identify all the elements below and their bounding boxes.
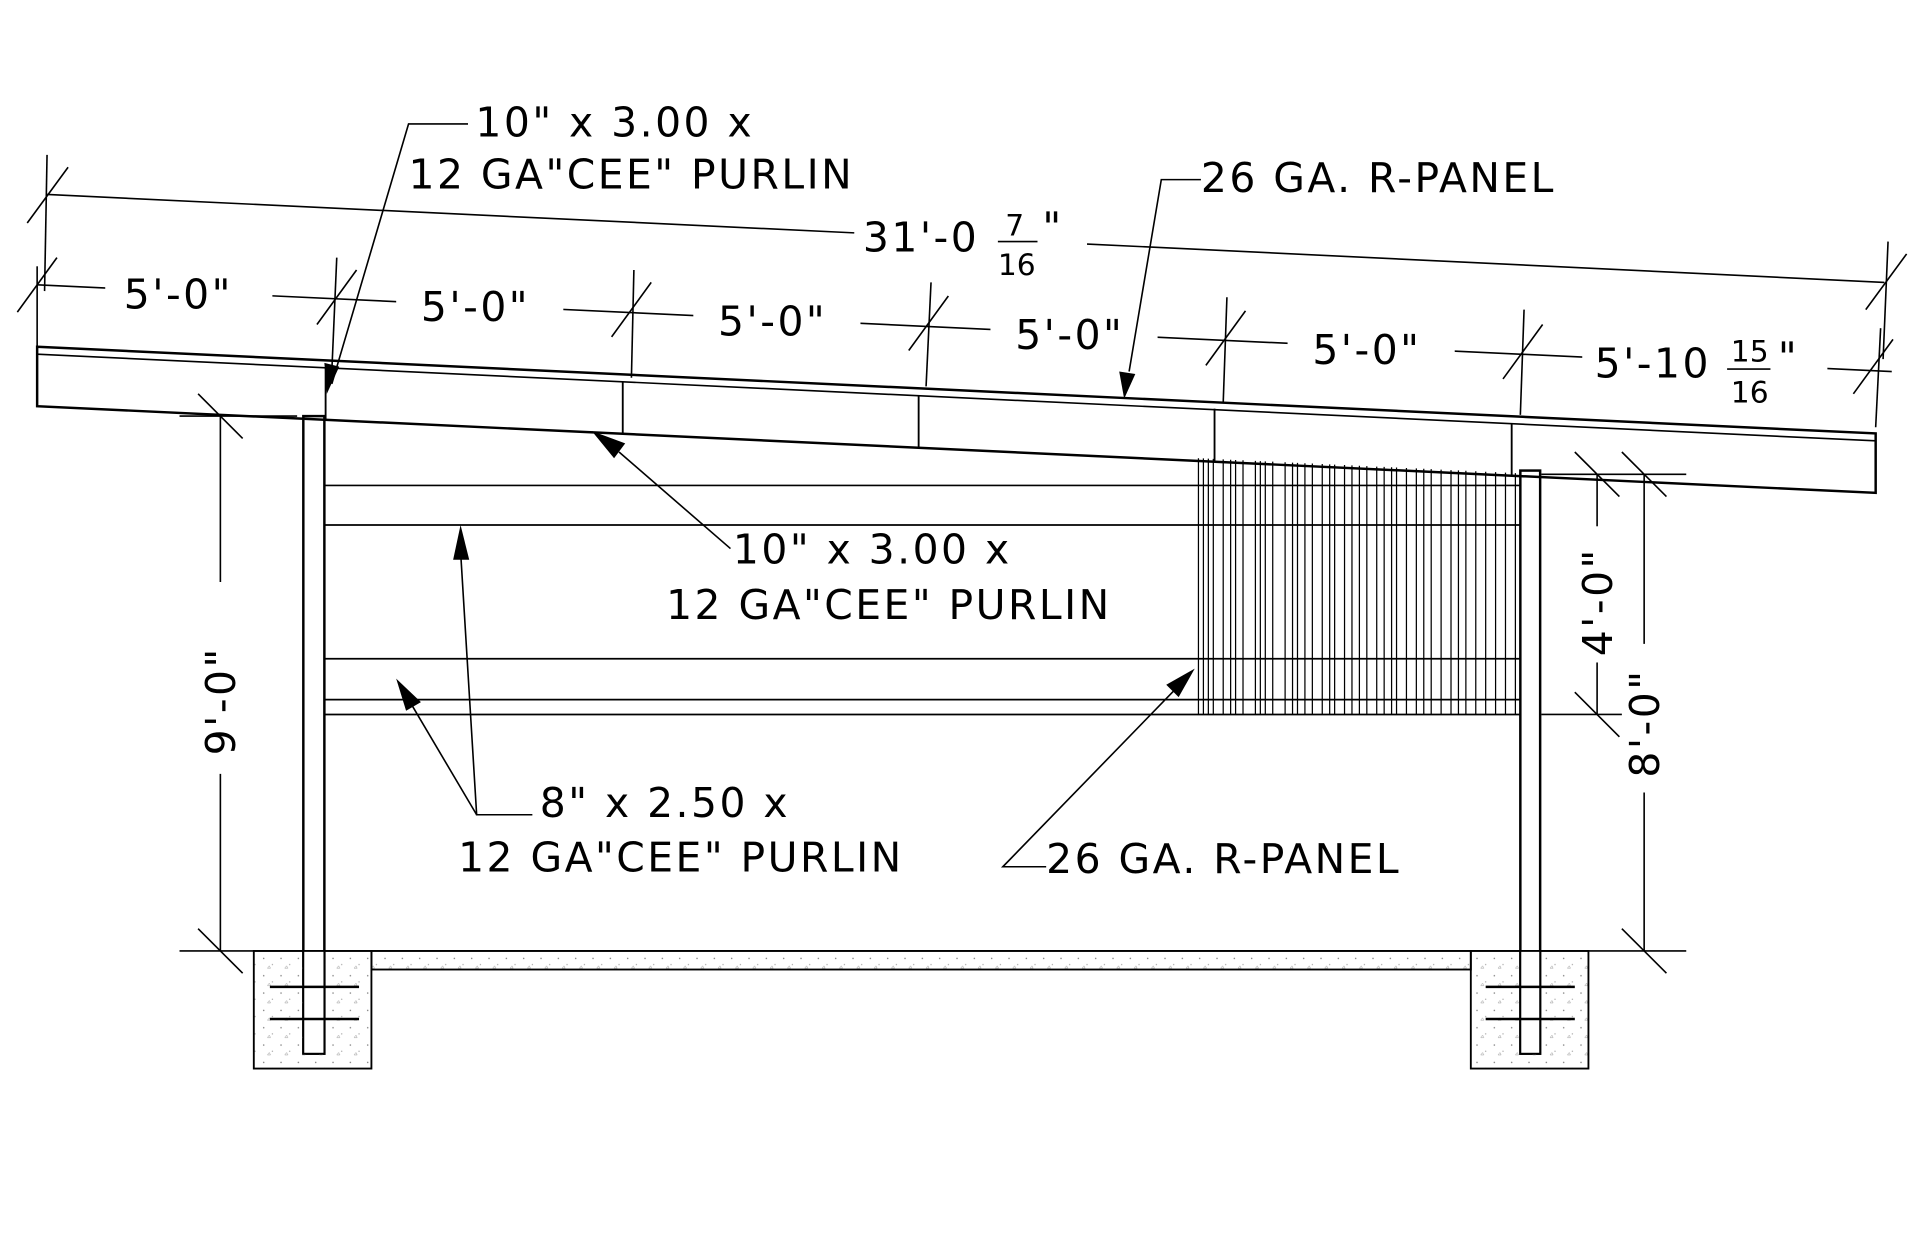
label-low-purlin-line2: 12 GA"CEE" PURLIN [458, 834, 904, 882]
label-roof-panel: 26 GA. R-PANEL [1201, 154, 1556, 202]
segment-dimension-2: 5'-0" [421, 283, 530, 331]
label-roof-purlin-line2: 12 GA"CEE" PURLIN [409, 150, 855, 198]
leader-mid-purlin: 10" x 3.00 x 12 GA"CEE" PURLIN [591, 430, 1112, 629]
segment-dimension-6: 5'-10 [1595, 340, 1711, 388]
label-roof-purlin-line1: 10" x 3.00 x [475, 98, 754, 146]
overall-dimension-value: 31'-0 [863, 213, 979, 261]
right-height-dimensions: 4'-0" 8'-0" [1541, 451, 1687, 974]
leader-low-purlin: 8" x 2.50 x 12 GA"CEE" PURLIN [396, 525, 904, 882]
label-low-purlin-line1: 8" x 2.50 x [540, 779, 790, 827]
segment-dimensions: 5'-0" 5'-0" 5'-0" 5'-0" 5'-0" 5'-10 15 1… [16, 257, 1894, 428]
foundation [179, 950, 1687, 1070]
segment-dimension-5: 5'-0" [1312, 326, 1421, 374]
roof-assembly [35, 345, 1877, 495]
overall-dimension-frac-num: 7 [1005, 208, 1024, 243]
overall-dimension: 31'-0 7 16 " [26, 154, 1908, 360]
segment-dimension-3: 5'-0" [718, 298, 827, 346]
leader-wall-panel: 26 GA. R-PANEL [1000, 668, 1401, 883]
label-mid-purlin-line2: 12 GA"CEE" PURLIN [666, 581, 1112, 629]
wall-purlins [324, 484, 1521, 716]
leader-roof-panel: 26 GA. R-PANEL [1119, 154, 1556, 399]
overall-dimension-inch: " [1042, 204, 1063, 252]
segment-dimension-4: 5'-0" [1015, 311, 1124, 359]
segment-dimension-6-frac-den: 16 [1731, 375, 1769, 410]
left-height-value: 9'-0" [197, 646, 245, 755]
segment-dimension-6-inch: " [1778, 334, 1799, 382]
label-mid-purlin-line1: 10" x 3.00 x [733, 525, 1012, 573]
label-wall-panel: 26 GA. R-PANEL [1046, 835, 1401, 883]
overall-dimension-frac-den: 16 [998, 248, 1036, 283]
segment-dimension-1: 5'-0" [124, 270, 233, 318]
wall-r-panel-hatching [1197, 458, 1517, 715]
right-upper-height-value: 4'-0" [1574, 547, 1622, 656]
leader-roof-purlin: 10" x 3.00 x 12 GA"CEE" PURLIN [324, 98, 855, 394]
right-total-height-value: 8'-0" [1621, 669, 1669, 778]
left-height-dimension: 9'-0" [179, 393, 298, 974]
segment-dimension-6-frac-num: 15 [1731, 335, 1769, 370]
